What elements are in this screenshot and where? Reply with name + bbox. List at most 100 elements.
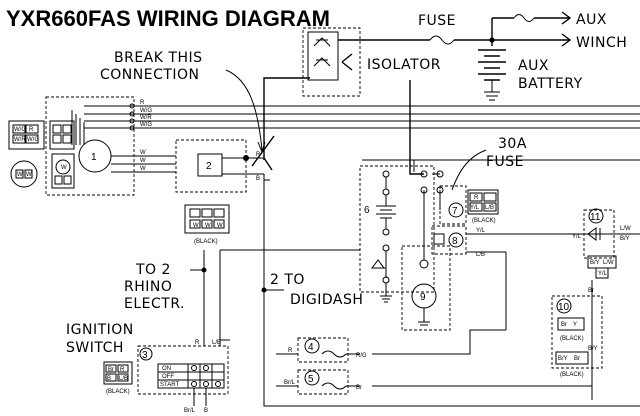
svg-text:W/G: W/G bbox=[14, 127, 26, 133]
svg-text:W: W bbox=[17, 172, 23, 178]
component-11-diode: 11 bbox=[583, 208, 615, 259]
component-2-number: 2 bbox=[206, 161, 212, 172]
component-6-battery: 6 bbox=[359, 165, 435, 293]
wire-label-yl: Y/L bbox=[476, 228, 486, 234]
rectifier-connector-icon: W W W bbox=[184, 204, 230, 234]
relay-connector-icon: B/Y Br bbox=[555, 351, 589, 365]
wire-label-lb: L/B bbox=[476, 252, 485, 258]
component-9-starter: 9 bbox=[401, 245, 451, 331]
break-label-1: BREAK THIS bbox=[114, 50, 202, 66]
wire-label-by: B/Y bbox=[620, 236, 630, 242]
fuse-label: FUSE bbox=[418, 13, 456, 29]
svg-text:Y: Y bbox=[573, 322, 577, 328]
break-label-2: CONNECTION bbox=[100, 67, 200, 83]
wire-label-rg: R/G bbox=[356, 353, 367, 359]
isolator-label: ISOLATOR bbox=[367, 57, 441, 73]
black-label-4: (BLACK) bbox=[560, 372, 584, 378]
svg-text:R: R bbox=[474, 195, 479, 201]
svg-text:Y/L: Y/L bbox=[470, 205, 480, 211]
wire-label-wr: W/R bbox=[140, 115, 152, 121]
svg-text:B/Y: B/Y bbox=[590, 260, 600, 266]
svg-text:W: W bbox=[193, 223, 199, 229]
black-label-3: (BLACK) bbox=[560, 336, 584, 342]
rhino-label-3: ELECTR. bbox=[124, 296, 185, 312]
wire-label-lw: L/W bbox=[620, 226, 631, 232]
svg-text:R: R bbox=[29, 127, 34, 133]
svg-text:Y/L: Y/L bbox=[598, 271, 608, 277]
aux-fuse-2 bbox=[513, 14, 535, 22]
stator-connector-icon: W/G R W/R W/G bbox=[8, 120, 45, 150]
svg-text:W: W bbox=[61, 165, 67, 171]
svg-text:W: W bbox=[205, 223, 211, 229]
rhino-label-2: RHINO bbox=[124, 279, 172, 295]
component-6-number: 6 bbox=[364, 205, 370, 216]
component-1-number: 1 bbox=[91, 152, 97, 163]
component-4-fuse: 4 bbox=[297, 337, 349, 363]
aux-battery-label-2: BATTERY bbox=[518, 76, 583, 92]
digidash-label-1: 2 TO bbox=[270, 272, 305, 288]
wire-label-wg-1: W/G bbox=[140, 108, 152, 114]
wire-label-br: Br bbox=[588, 288, 594, 294]
wire-label-brl-2: Br/L bbox=[284, 380, 296, 386]
svg-text:W: W bbox=[217, 223, 223, 229]
diode-connector-icon: B/Y L/W Y/L bbox=[587, 255, 617, 279]
wire-label-w-1: W bbox=[140, 150, 146, 156]
wire-label-r-4: R bbox=[288, 348, 293, 354]
switch-on: ON bbox=[162, 366, 171, 372]
component-8-relay: 8 bbox=[431, 225, 467, 255]
ignition-label-2: SWITCH bbox=[66, 340, 124, 356]
component-8-number: 8 bbox=[452, 236, 458, 247]
svg-text:Br: Br bbox=[574, 356, 580, 362]
svg-text:L/B: L/B bbox=[485, 205, 494, 211]
component-3-ignition-switch: 3 ON OFF START bbox=[137, 345, 229, 395]
pickup-connector-icon bbox=[49, 120, 75, 150]
svg-text:W/G: W/G bbox=[27, 137, 39, 143]
svg-text:L/W: L/W bbox=[603, 260, 614, 266]
aux-battery-label-1: AUX bbox=[518, 58, 549, 74]
wire-label-b-2: B bbox=[204, 408, 208, 414]
isolator-wire-right bbox=[409, 80, 424, 175]
svg-text:W/R: W/R bbox=[14, 137, 26, 143]
break-arrow bbox=[225, 69, 263, 151]
svg-text:R: R bbox=[120, 367, 125, 373]
switch-off: OFF bbox=[162, 374, 174, 380]
ignition-label-1: IGNITION bbox=[66, 322, 134, 338]
wire-label-b: B bbox=[256, 176, 260, 182]
wire-label-lb-2: L/B bbox=[212, 340, 221, 346]
svg-text:Br: Br bbox=[108, 367, 114, 373]
aux-battery-symbol bbox=[478, 49, 506, 101]
isolator-box bbox=[302, 27, 361, 97]
black-label-5: (BLACK) bbox=[106, 389, 130, 395]
svg-text:B/Y: B/Y bbox=[558, 356, 568, 362]
component-5-number: 5 bbox=[308, 374, 314, 385]
aux-label: AUX bbox=[576, 12, 607, 28]
component-10-number: 10 bbox=[558, 302, 570, 313]
component-7-number: 7 bbox=[452, 206, 458, 217]
break-cut-mark bbox=[251, 135, 275, 171]
black-label-1: (BLACK) bbox=[194, 239, 218, 245]
wire-label-brl: Br/L bbox=[184, 408, 196, 414]
component-11-number: 11 bbox=[590, 212, 601, 223]
digidash-label-2: DIGIDASH bbox=[290, 292, 363, 308]
wire-label-yl-2: Y/L bbox=[572, 234, 582, 240]
stator-wires bbox=[84, 105, 640, 129]
svg-text:Br: Br bbox=[561, 322, 567, 328]
winch-label: WINCH bbox=[576, 35, 627, 51]
component-1-stator: 1 bbox=[45, 96, 135, 196]
fuse30a-label-2: FUSE bbox=[486, 154, 524, 170]
svg-text:W: W bbox=[26, 172, 32, 178]
wire-label-w-2: W bbox=[140, 158, 146, 164]
component-9-number: 9 bbox=[420, 292, 426, 303]
wire-label-w-3: W bbox=[140, 166, 146, 172]
svg-text:B: B bbox=[107, 376, 111, 382]
w-connector-icon: W W bbox=[10, 160, 38, 188]
fuse-connector-icon: R Y/L L/B bbox=[467, 189, 499, 215]
ground-bus bbox=[263, 174, 640, 407]
component-3-number: 3 bbox=[142, 350, 148, 361]
isolator-wire-left bbox=[263, 77, 310, 160]
ignition-connector-icon: Br R B L/B bbox=[103, 361, 133, 385]
wire-label-r-2: R bbox=[256, 152, 261, 158]
switch-start: START bbox=[160, 382, 179, 388]
